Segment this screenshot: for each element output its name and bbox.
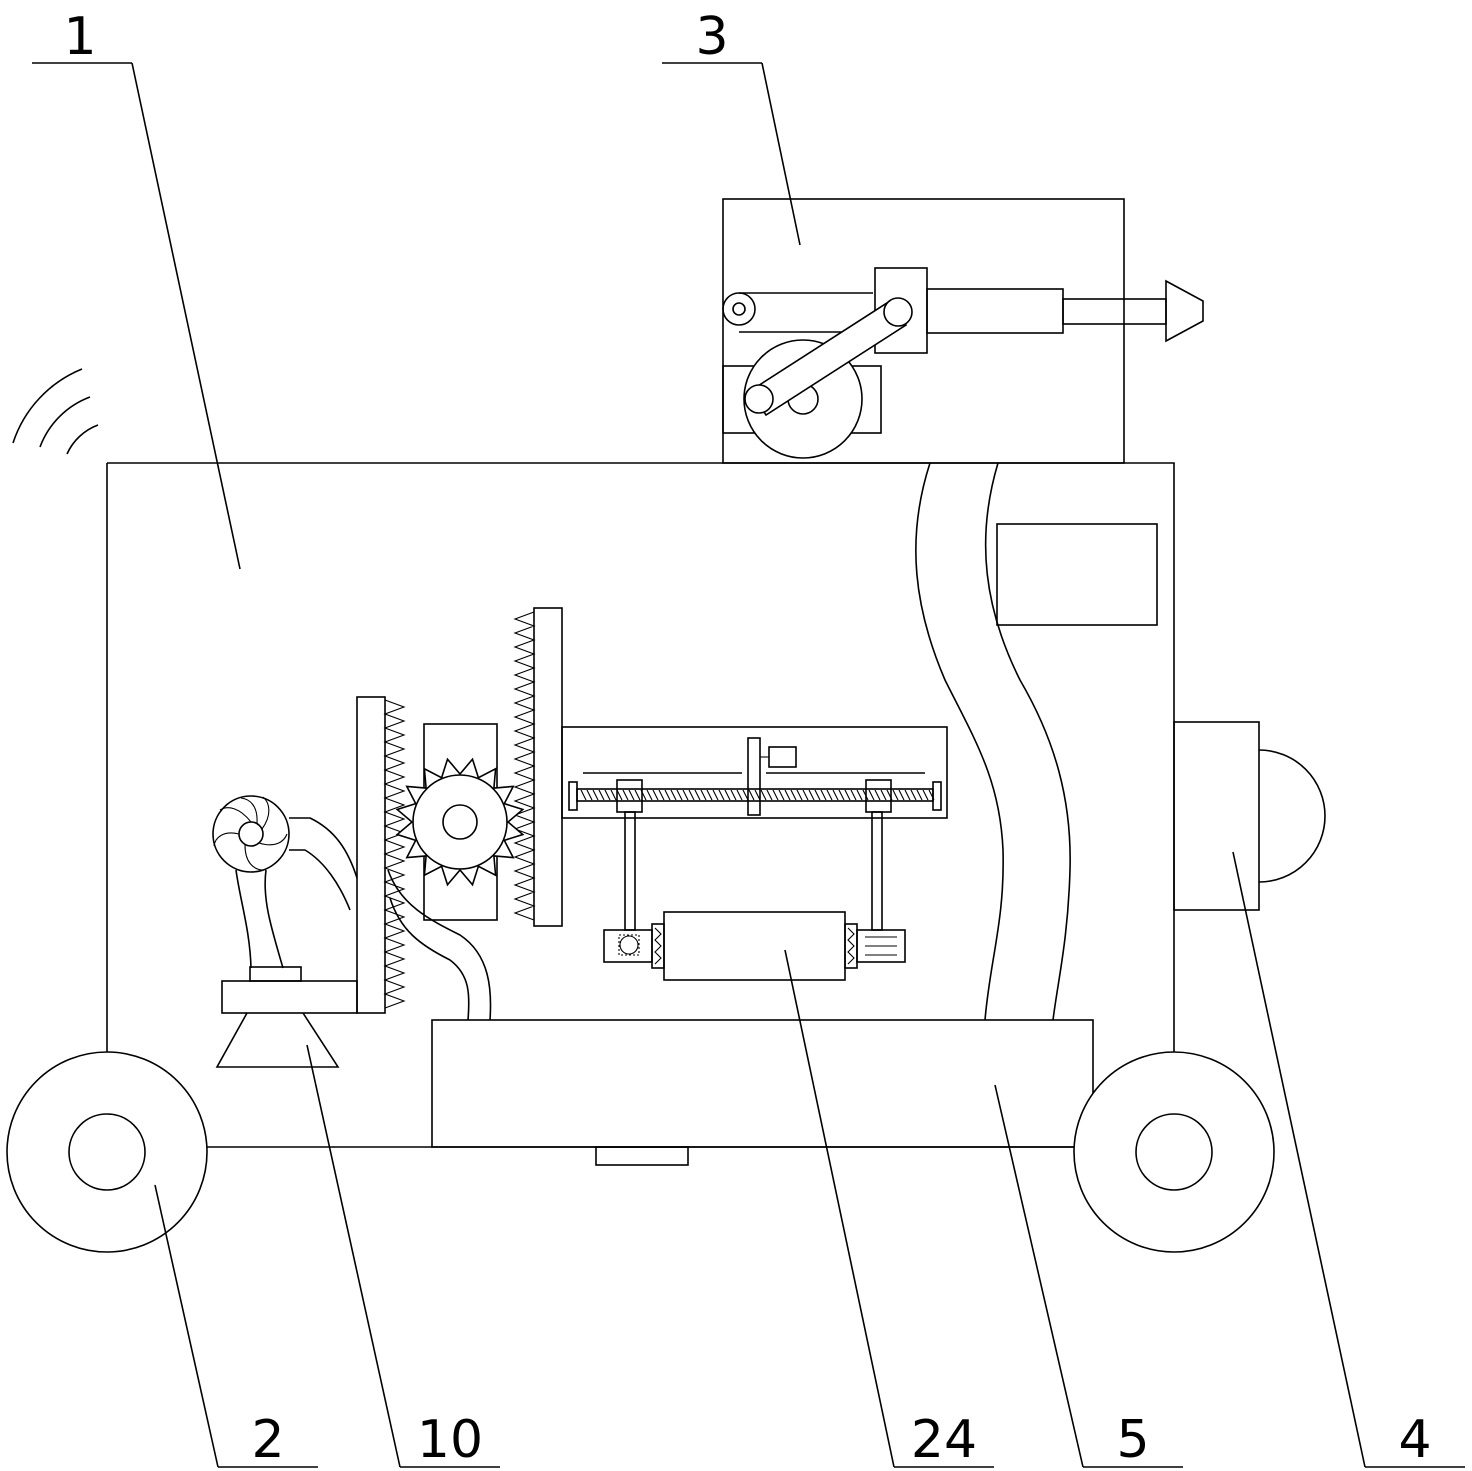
label-2: 2 — [251, 1410, 284, 1470]
label-5: 5 — [1116, 1410, 1149, 1470]
roller — [603, 911, 906, 981]
suction-assembly — [212, 795, 358, 1068]
label-3: 3 — [695, 7, 728, 67]
wheel-left — [6, 1051, 208, 1253]
bottom-box — [431, 1019, 1094, 1166]
label-10: 10 — [417, 1410, 483, 1470]
wireless-signal-icon — [12, 368, 99, 455]
wheel-right — [1073, 1051, 1275, 1253]
hose — [915, 462, 1071, 1021]
side-lamp — [1173, 721, 1326, 911]
hose-small — [389, 897, 470, 1021]
label-1: 1 — [63, 7, 96, 67]
top-unit — [722, 198, 1204, 464]
rack-pinion-assembly — [356, 607, 563, 1014]
label-4: 4 — [1398, 1410, 1431, 1470]
leader-lines — [32, 62, 1465, 1468]
control-panel — [996, 523, 1158, 626]
main-body — [106, 462, 1175, 1148]
screw-drive — [561, 726, 948, 931]
label-24: 24 — [911, 1410, 977, 1470]
